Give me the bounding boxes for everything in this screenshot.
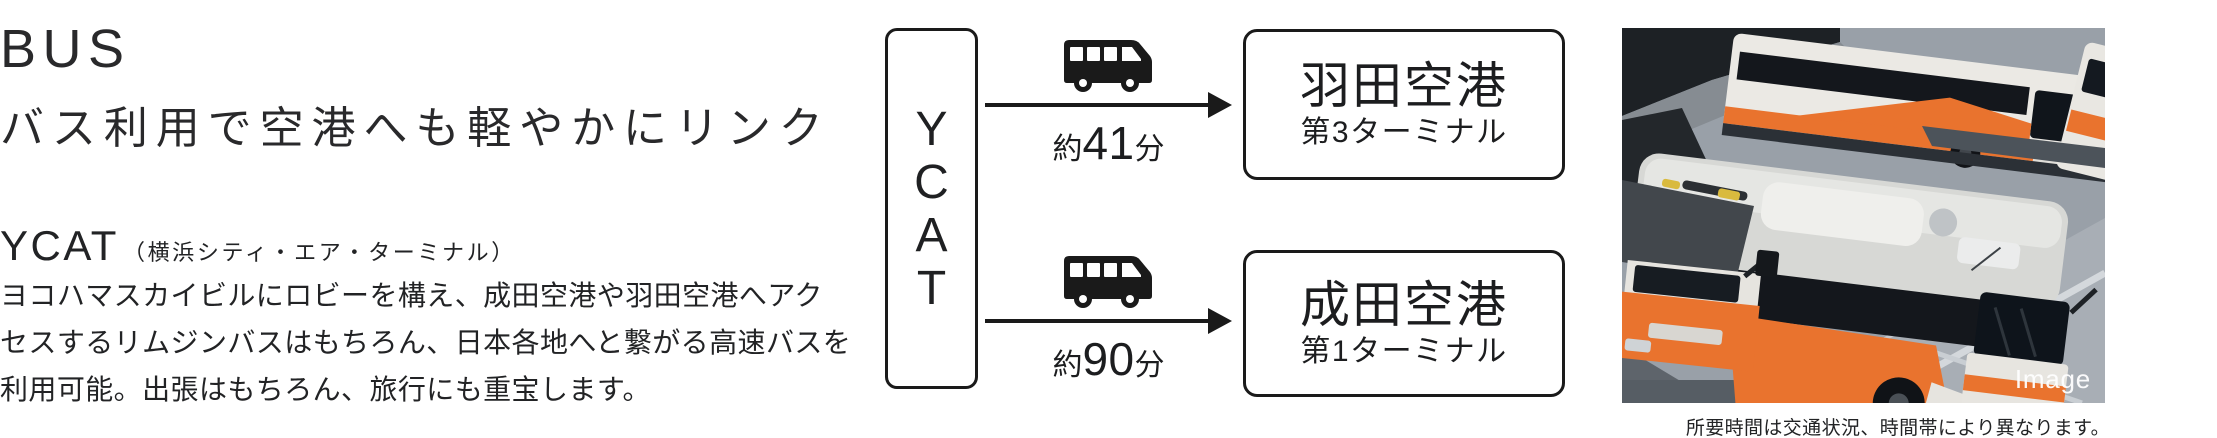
destination-box-narita: 成田空港 第1ターミナル bbox=[1243, 250, 1565, 397]
section-subtitle: バス利用で空港へも軽やかにリンク bbox=[0, 104, 831, 153]
ycat-heading: YCAT （横浜シティ・エア・ターミナル） bbox=[0, 222, 516, 270]
destination-terminal: 第1ターミナル bbox=[1300, 335, 1508, 368]
destination-name: 羽田空港 bbox=[1300, 58, 1508, 114]
arrow-shaft bbox=[985, 103, 1212, 107]
description-line: 利用可能。出張はもちろん、旅行にも重宝します。 bbox=[0, 374, 651, 405]
duration-suffix: 分 bbox=[1134, 349, 1165, 382]
bus-icon bbox=[1062, 38, 1154, 94]
bus-photo: Image bbox=[1622, 28, 2105, 403]
ycat-name: YCAT bbox=[0, 222, 119, 269]
ycat-letter: C bbox=[914, 155, 949, 209]
route-duration: 約41分 bbox=[985, 116, 1232, 170]
route-duration: 約90分 bbox=[985, 332, 1232, 386]
duration-value: 90 bbox=[1082, 333, 1135, 385]
duration-prefix: 約 bbox=[1052, 349, 1083, 382]
route-arrow bbox=[985, 92, 1232, 118]
ycat-letter: Y bbox=[915, 102, 948, 156]
ycat-origin-box: Y C A T bbox=[885, 28, 978, 389]
description-line: セスするリムジンバスはもちろん、日本各地へと繋がる高速バスを bbox=[0, 327, 852, 358]
duration-suffix: 分 bbox=[1134, 133, 1165, 166]
ycat-letter: A bbox=[915, 208, 948, 262]
section-title: BUS bbox=[0, 19, 131, 79]
ycat-reading: （横浜シティ・エア・ターミナル） bbox=[122, 240, 516, 265]
image-watermark: Image bbox=[2014, 364, 2091, 394]
ycat-letter: T bbox=[916, 261, 947, 315]
duration-value: 41 bbox=[1082, 117, 1135, 169]
description-line: ヨコハマスカイビルにロビーを構え、成田空港や羽田空港へアク bbox=[0, 280, 823, 311]
destination-name: 成田空港 bbox=[1300, 277, 1508, 333]
destination-terminal: 第3ターミナル bbox=[1300, 116, 1508, 149]
bus-icon bbox=[1062, 254, 1154, 310]
route-arrow bbox=[985, 308, 1232, 334]
arrow-head bbox=[1208, 308, 1232, 334]
arrow-head bbox=[1208, 92, 1232, 118]
ycat-description: ヨコハマスカイビルにロビーを構え、成田空港や羽田空港へアク セスするリムジンバス… bbox=[0, 272, 851, 413]
duration-prefix: 約 bbox=[1052, 133, 1083, 166]
photo-caption: 所要時間は交通状況、時間帯により異なります。 bbox=[1685, 418, 2110, 438]
arrow-shaft bbox=[985, 319, 1212, 323]
destination-box-haneda: 羽田空港 第3ターミナル bbox=[1243, 29, 1565, 180]
